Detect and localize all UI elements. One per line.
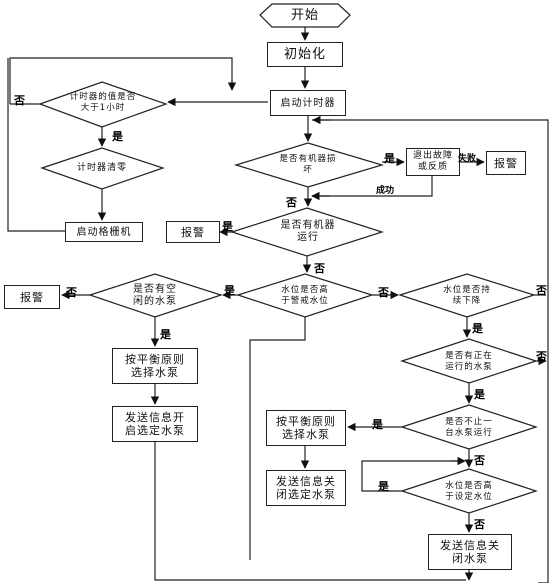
send-close-selected-box: 发送信息关 闭选定水泵 — [266, 470, 346, 506]
label-no-set-level: 否 — [474, 518, 485, 531]
label-yes-fault: 是 — [384, 152, 395, 165]
level-drop-text: 水位是否持 续下降 — [443, 285, 491, 306]
start-timer-box: 启动计时器 — [270, 90, 346, 116]
alarm-box-3: 报警 — [4, 285, 60, 309]
alarm-box-2: 报警 — [166, 221, 220, 243]
label-no-idle: 否 — [66, 286, 77, 299]
multi-pump-diamond — [400, 404, 538, 450]
label-yes-running-pump: 是 — [474, 388, 485, 401]
timer-reset-text: 计时器清零 — [76, 163, 127, 173]
pump-fault-diamond — [233, 142, 385, 188]
label-yes-level-drop: 是 — [472, 322, 483, 335]
label-yes-set-level: 是 — [378, 480, 389, 493]
label-no-running: 否 — [314, 262, 325, 275]
timer-check-diamond — [38, 81, 168, 128]
label-yes-running: 是 — [222, 220, 233, 233]
label-yes-idle: 是 — [160, 328, 171, 341]
label-no-multi-pump: 否 — [474, 454, 485, 467]
above-set-level-diamond — [400, 468, 538, 514]
label-no-running-pump: 否 — [536, 350, 547, 363]
init-box: 初始化 — [267, 42, 343, 67]
balance-select-box-2: 按平衡原则 选择水泵 — [266, 410, 346, 446]
idle-pump-text: 是否有空 闲的水泵 — [133, 284, 177, 307]
start-terminal-shape — [259, 3, 351, 28]
isolate-pump-box: 退出故障 或反质 — [406, 148, 460, 176]
pump-fault-text: 是否有机器损 坏 — [279, 154, 337, 175]
send-close-pump-box: 发送信息关 闭水泵 — [428, 534, 512, 570]
above-stop-level-text: 水位是否高 于警戒水位 — [281, 285, 329, 306]
label-yes-multi-pump: 是 — [372, 418, 383, 431]
start-grille-box: 启动格栅机 — [65, 222, 143, 242]
multi-pump-text: 是否不止一 台水泵运行 — [445, 417, 493, 438]
running-check-text: 是否有机器 运行 — [280, 220, 336, 243]
label-fail: 失败 — [458, 154, 477, 164]
label-no-fault: 否 — [286, 196, 297, 209]
above-set-level-text: 水位是否高 于设定水位 — [445, 481, 493, 502]
alarm-box-1: 报警 — [486, 151, 526, 175]
running-pump-text: 是否有正在 运行的水泵 — [445, 351, 493, 372]
timer-reset-diamond — [40, 147, 165, 190]
label-no-stop-level: 否 — [378, 286, 389, 299]
start-terminal: 开始 — [290, 8, 319, 23]
balance-select-box-1: 按平衡原则 选择水泵 — [112, 348, 198, 384]
timer-check-text: 计时器的值是否 大于1小时 — [69, 92, 137, 113]
idle-pump-diamond — [88, 273, 223, 318]
send-open-box: 发送信息开 启选定水泵 — [112, 406, 198, 442]
label-yes-stop-level: 是 — [224, 284, 235, 297]
label-no-timer: 否 — [14, 94, 25, 107]
running-check-diamond — [230, 207, 384, 257]
label-success: 成功 — [376, 186, 395, 196]
label-no-level-drop: 否 — [536, 284, 547, 297]
label-yes-timer: 是 — [112, 130, 123, 143]
